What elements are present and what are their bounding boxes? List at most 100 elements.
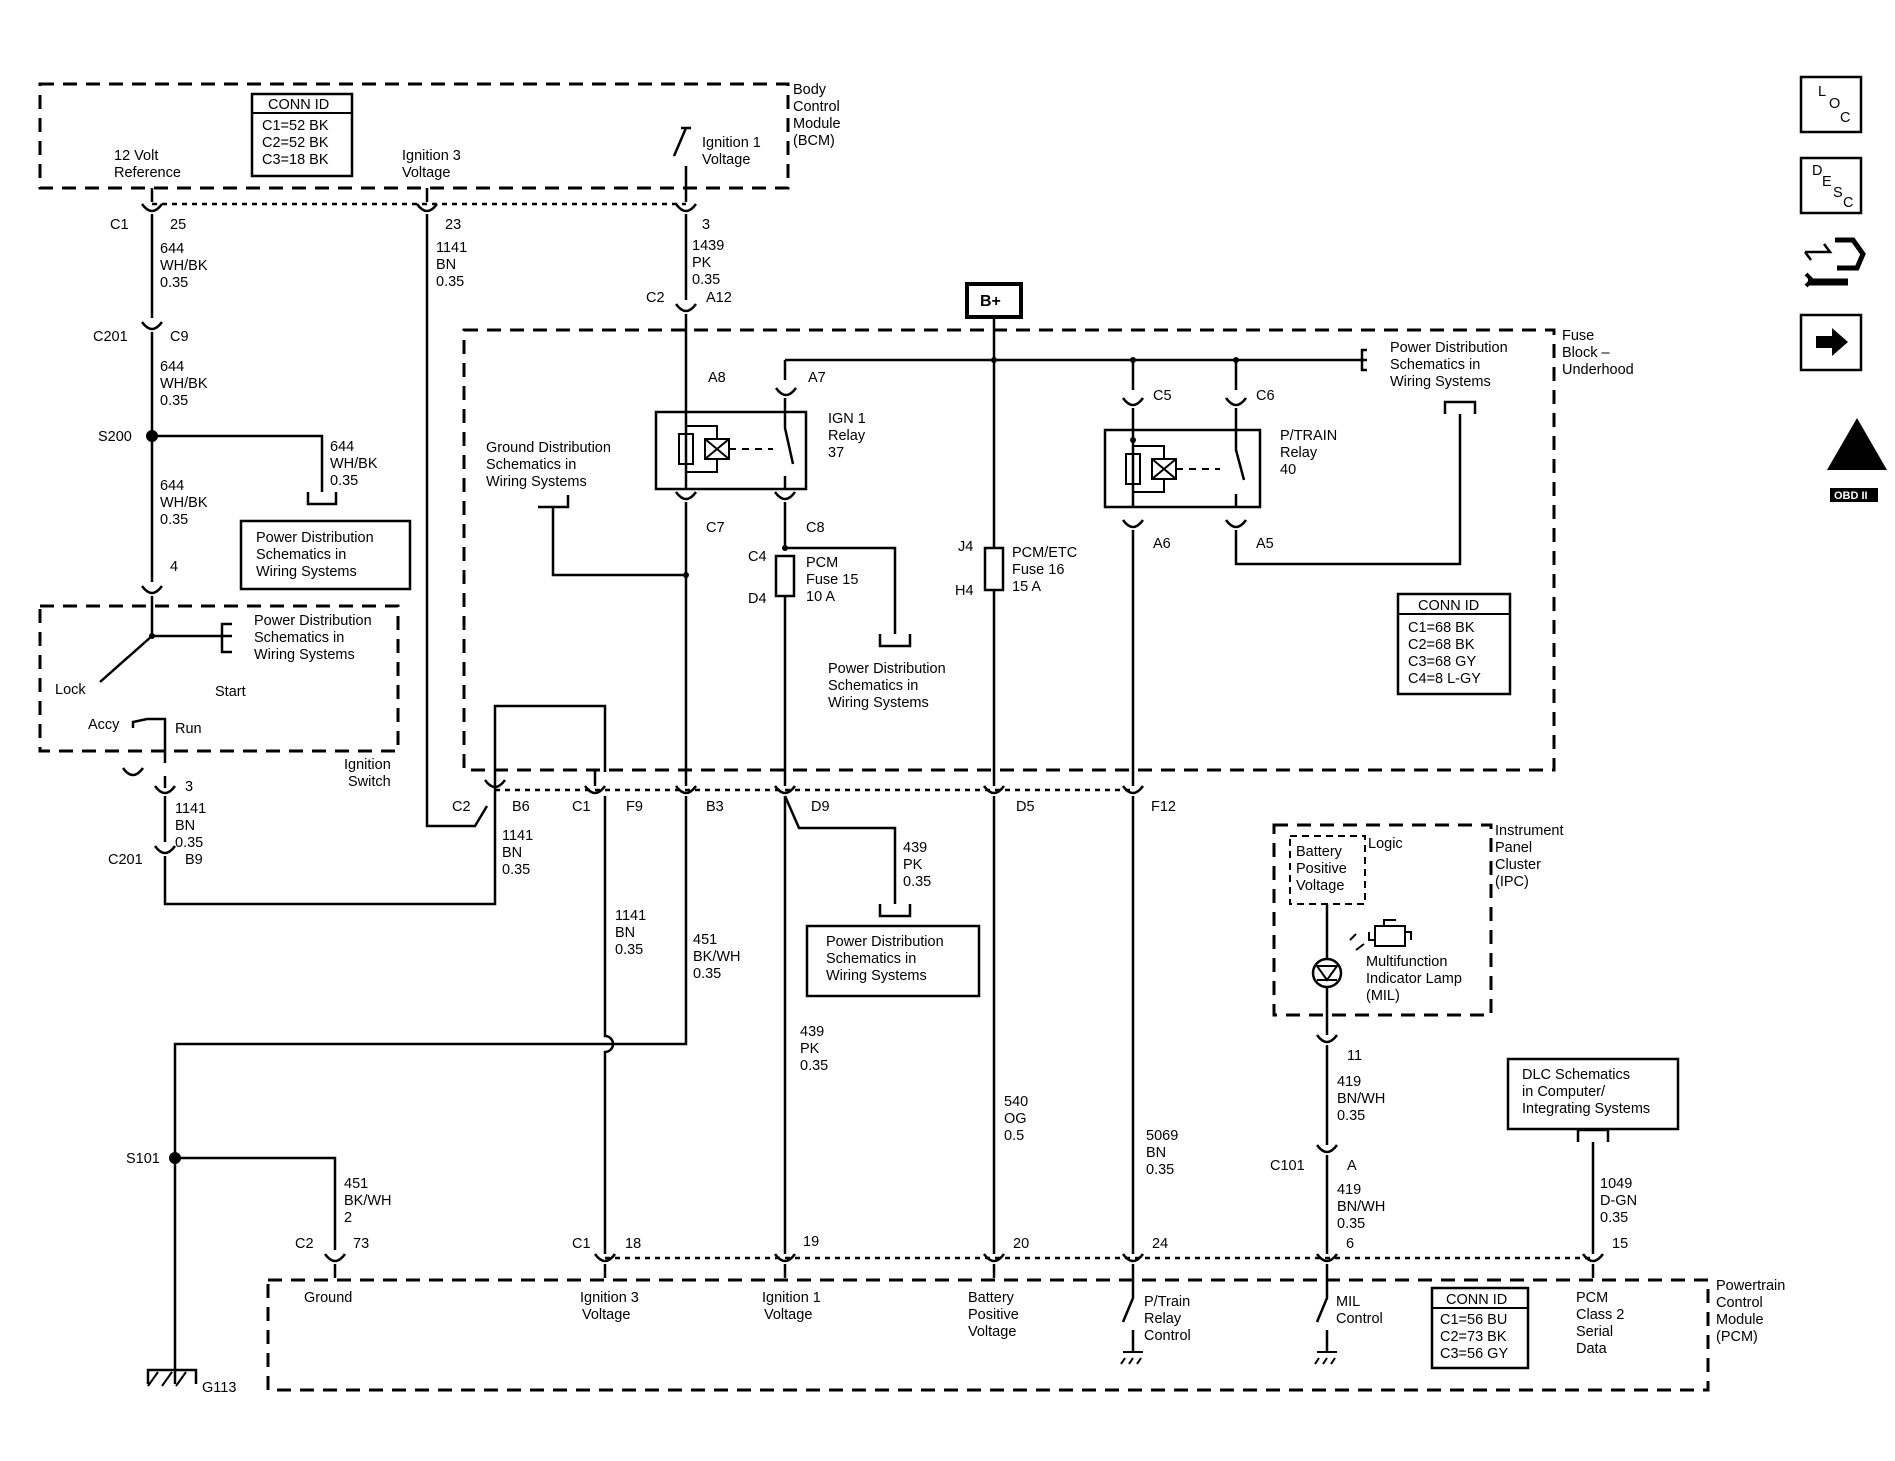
fuse-block-underhood: Fuse Block – Underhood [462,328,1634,772]
powertrain-control-module: Powertrain Control Module (PCM) [266,1278,1785,1392]
schematic-label: B9 [185,852,203,868]
schematic-label: D4 [748,591,767,607]
schematic-label: Wiring Systems [828,695,929,711]
schematic-label: B3 [706,799,724,815]
schematic-label: 1439 [692,238,724,254]
schematic-label: 24 [1152,1236,1168,1252]
schematic-label: Ignition [344,757,391,773]
schematic-label: C5 [1153,388,1172,404]
schematic-label: Battery [968,1290,1015,1306]
wire-1439-ignition-1 [674,186,698,372]
schematic-label: Ignition 3 [580,1290,639,1306]
schematic-label: Schematics in [256,547,346,563]
schematic-label: 644 [330,439,354,455]
schematic-label: Start [215,684,246,700]
loc-nav-icon[interactable]: L O C [1799,75,1863,134]
schematic-label: PK [692,255,712,271]
schematic-label: Ignition 1 [702,135,761,151]
schematic-label: 73 [353,1236,369,1252]
schematic-label: Control [793,99,840,115]
schematic-label: Battery [1296,844,1343,860]
schematic-label: C4 [748,549,767,565]
schematic-label: (BCM) [793,133,835,149]
dlc-schematics-box[interactable]: DLC Schematics in Computer/ Integrating … [1506,1057,1680,1131]
schematic-label: in Computer/ [1522,1084,1606,1100]
schematic-label: PCM/ETC [1012,545,1077,561]
schematic-label: C1=56 BU [1440,1312,1507,1328]
schematic-label: G113 [202,1380,236,1396]
schematic-label: A7 [808,370,826,386]
ground-g113-icon [146,1368,198,1387]
schematic-label: 3 [185,779,193,795]
schematic-label: Underhood [1562,362,1634,378]
schematic-label: B6 [512,799,530,815]
pcm-fuse-15 [774,554,796,786]
schematic-label: C2 [452,799,471,815]
schematic-label: PCM [806,555,838,571]
schematic-label: 419 [1337,1074,1361,1090]
schematic-label: 0.35 [693,966,721,982]
schematic-label: P/Train [1144,1294,1190,1310]
schematic-label: 439 [800,1024,824,1040]
schematic-label: S [1833,185,1843,201]
schematic-label: Powertrain [1716,1278,1785,1294]
schematic-label: Wiring Systems [486,474,587,490]
schematic-label: BK/WH [344,1193,392,1209]
schematic-label: L [1818,84,1826,100]
schematic-label: Data [1576,1341,1608,1357]
schematic-label: CONN ID [268,97,329,113]
schematic-label: 19 [803,1234,819,1250]
schematic-label: 23 [445,217,461,233]
schematic-label: 40 [1280,462,1296,478]
schematic-label: 0.35 [1600,1210,1628,1226]
schematic-label: 451 [344,1176,368,1192]
schematic-label: C4=8 L-GY [1408,671,1481,687]
pd-box-middle[interactable]: Power Distribution Schematics in Wiring … [805,924,981,998]
schematic-label: D-GN [1600,1193,1637,1209]
schematic-label: 37 [828,445,844,461]
schematic-label: PK [903,857,923,873]
schematic-label: Panel [1495,840,1532,856]
schematic-label: Power Distribution [1390,340,1508,356]
schematic-label: C [1843,195,1853,211]
desc-nav-icon[interactable]: D E S C [1799,156,1863,215]
schematic-label: C6 [1256,388,1275,404]
schematic-label: (IPC) [1495,874,1529,890]
schematic-label: CONN ID [1418,598,1479,614]
schematic-label: Control [1144,1328,1191,1344]
schematic-label: BN [615,925,635,941]
schematic-label: 644 [160,359,184,375]
schematic-label: Power Distribution [828,661,946,677]
schematic-label: A6 [1153,536,1171,552]
obd-ii-icon[interactable]: II OBD II [1827,418,1887,502]
instrument-panel-cluster [1272,823,1493,1254]
pd-box-left[interactable]: Power Distribution Schematics in Wiring … [239,519,412,591]
schematic-label: 0.35 [1337,1108,1365,1124]
bcm-module: Body Control Module (BCM) CONN ID C1=52 … [38,82,841,190]
schematic-label: J4 [958,539,973,555]
schematic-label: PK [800,1041,820,1057]
schematic-label: Body [793,82,827,98]
schematic-label: BN [502,845,522,861]
schematic-label: Ground Distribution [486,440,611,456]
schematic-label: C1 [572,1236,591,1252]
ptrain-relay [1103,360,1262,529]
schematic-label: WH/BK [160,376,208,392]
next-arrow-icon[interactable] [1799,313,1863,372]
schematic-label: 419 [1337,1182,1361,1198]
schematic-label: Module [1716,1312,1764,1328]
schematic-label: C1=52 BK [262,118,329,134]
schematic-label: 439 [903,840,927,856]
pcm-mil-driver-switch [1314,1278,1337,1365]
schematic-label: 451 [693,932,717,948]
schematic-label: BK/WH [693,949,741,965]
schematic-label: IGN 1 [828,411,866,427]
battery-plus-terminal: B+ [965,282,1023,362]
schematic-label: 0.35 [1337,1216,1365,1232]
schematic-label: 5069 [1146,1128,1178,1144]
schematic-label: OBD II [1834,490,1868,502]
schematic-label: BN [1146,1145,1166,1161]
schematic-label: C8 [806,520,825,536]
connector-wrench-icon[interactable] [1804,237,1866,288]
